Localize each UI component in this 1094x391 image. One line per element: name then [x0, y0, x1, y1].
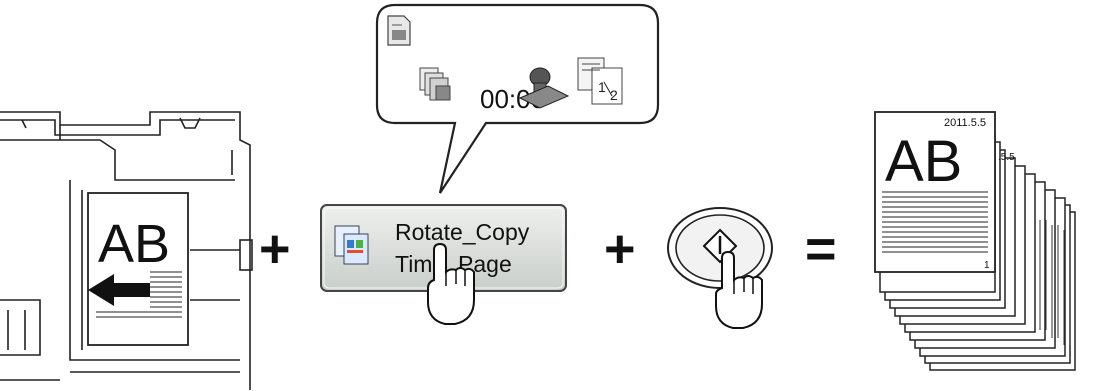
output-page-number: 1 — [984, 260, 990, 271]
svg-text:2: 2 — [610, 87, 618, 103]
output-front-page: 2011.5.5 AB 1 — [874, 111, 996, 273]
stamp-icon — [518, 67, 570, 109]
copier-machine — [0, 111, 253, 390]
output-document-text: AB — [885, 129, 962, 194]
original-document: AB — [87, 192, 189, 346]
svg-text:1: 1 — [598, 79, 606, 95]
page-number-icon: 1 2 — [577, 57, 623, 105]
back-page-stamp: .5.5 — [998, 152, 1015, 163]
hand-pointer-icon — [715, 250, 763, 329]
callout-bubble: 00:00 1 2 — [375, 3, 660, 194]
plus-operator: + — [259, 219, 291, 279]
key-label-line1: Rotate_Copy — [395, 219, 530, 245]
copies-icon — [419, 67, 451, 101]
copy-documents-icon — [334, 225, 369, 265]
equals-operator: = — [805, 219, 837, 279]
plus-operator: + — [604, 219, 636, 279]
document-icon — [387, 15, 411, 46]
original-document-text: AB — [98, 214, 170, 274]
hand-pointer-icon — [427, 242, 475, 325]
rotate-copy-time-page-key[interactable]: Rotate_Copy Time_Page — [320, 204, 567, 292]
output-date-stamp: 2011.5.5 — [944, 117, 986, 129]
arrow-left-icon — [88, 274, 150, 306]
